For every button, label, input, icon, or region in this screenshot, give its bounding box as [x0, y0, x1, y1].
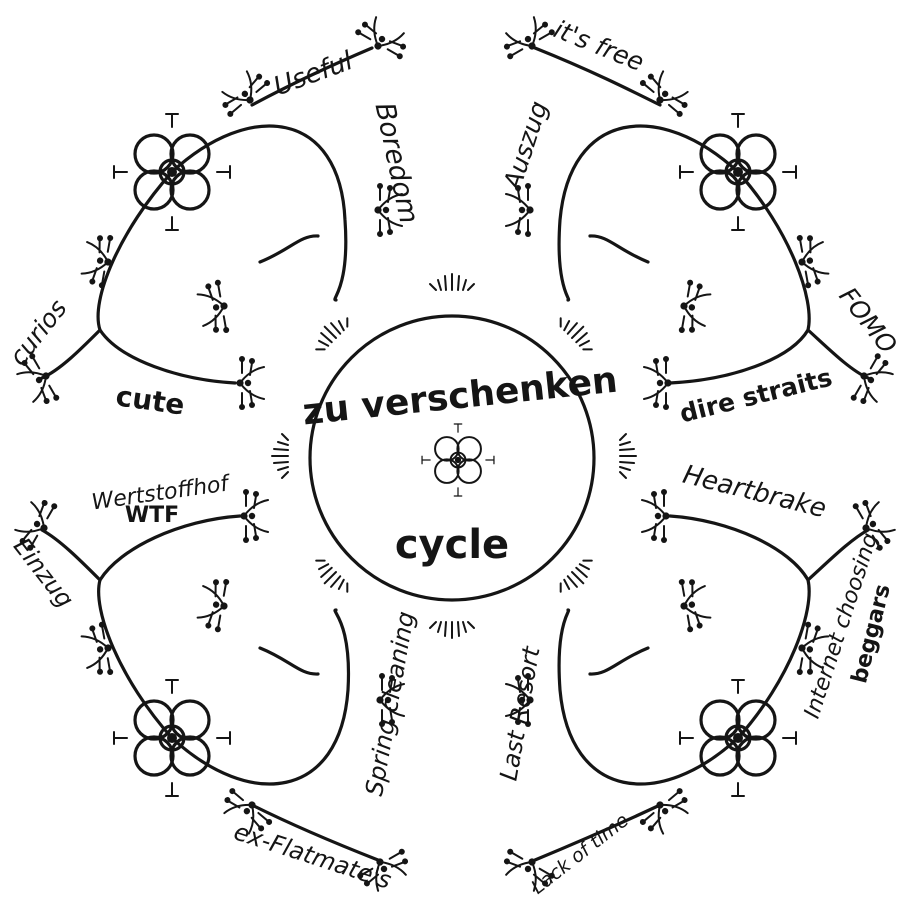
quadrant-bottom-left: Wertstoffhof WTF Einzug Spring cleaning … — [8, 471, 420, 896]
sprig-icon — [236, 356, 264, 410]
vine-path — [260, 236, 318, 262]
label-spring-cleaning: Spring cleaning — [360, 609, 420, 798]
sprig-icon — [642, 489, 670, 543]
vine-path — [559, 610, 738, 784]
label-fomo: FOMO — [833, 282, 902, 359]
grass-tuft-icon — [556, 311, 598, 353]
center-subtitle: cycle — [395, 522, 509, 568]
center-medallion: zu verschenken cycle — [301, 316, 620, 600]
label-last-resort: Last Resort — [494, 643, 545, 783]
vine-path — [172, 610, 348, 784]
grass-tufts — [272, 274, 636, 638]
quadrant-bottom-right: Heartbrake Internet choosing beggars Las… — [494, 460, 900, 899]
flower-knot-icon — [680, 114, 796, 230]
sprig-icon — [847, 351, 898, 412]
grass-tuft-icon — [309, 311, 351, 353]
vine-path — [590, 236, 648, 262]
grass-tuft-icon — [620, 434, 636, 478]
label-curios: curios — [3, 294, 72, 371]
label-useful: Useful — [270, 46, 358, 102]
flower-knot-icon — [114, 114, 230, 230]
grass-tuft-icon — [430, 274, 474, 290]
vine-path — [670, 172, 809, 383]
label-lack-of-time: Lack of time — [527, 809, 633, 898]
sprig-icon — [676, 575, 713, 633]
flower-knot-icon — [680, 680, 796, 796]
label-dire-straits: dire straits — [677, 363, 835, 429]
center-flower-knot-icon — [422, 424, 494, 496]
label-auszug: Auszug — [497, 98, 553, 195]
sprig-icon — [196, 279, 233, 337]
grass-tuft-icon — [556, 556, 598, 598]
center-title: zu verschenken — [301, 360, 620, 434]
sprig-icon — [214, 64, 273, 120]
label-wtf: WTF — [125, 503, 179, 528]
sprig-icon — [644, 356, 672, 410]
vine-path — [172, 126, 346, 300]
sprig-icon — [80, 231, 117, 289]
label-einzug: Einzug — [8, 533, 79, 613]
sprig-icon — [353, 12, 414, 63]
sprig-icon — [676, 279, 713, 337]
grass-tuft-icon — [430, 622, 474, 638]
sprig-icon — [80, 621, 117, 679]
sprig-icon — [794, 231, 831, 289]
label-its-free: it's free — [550, 15, 648, 77]
grass-tuft-icon — [272, 434, 288, 478]
quadrant-top-left: Useful Boredom curios cute — [3, 12, 424, 422]
sprig-icon — [637, 64, 696, 120]
sprig-icon — [196, 575, 233, 633]
vine-path — [260, 648, 318, 674]
vine-path — [559, 126, 738, 300]
grass-tuft-icon — [309, 556, 351, 598]
sprig-icon — [240, 489, 268, 543]
flower-knot-icon — [114, 680, 230, 796]
label-cute: cute — [114, 379, 187, 421]
label-heartbrake: Heartbrake — [680, 460, 829, 525]
vine-path — [590, 648, 648, 674]
